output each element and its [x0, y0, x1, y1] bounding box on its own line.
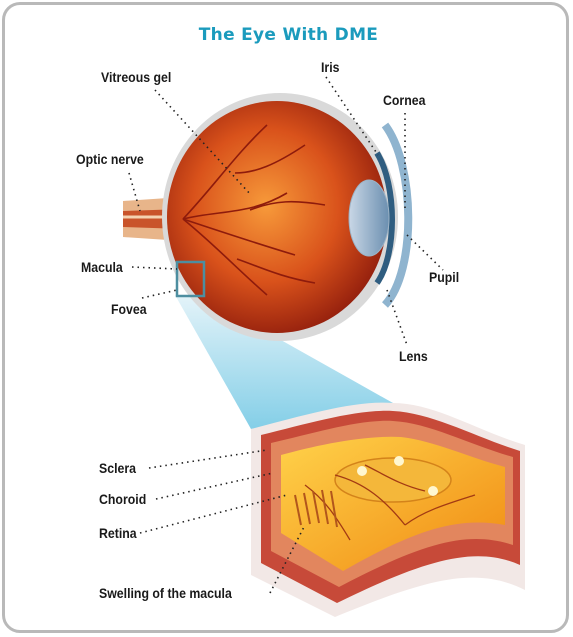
lens-shape: [349, 180, 389, 256]
label-pupil: Pupil: [429, 269, 459, 285]
retina-cross-section: [251, 403, 525, 617]
label-swelling-of-macula: Swelling of the macula: [99, 585, 232, 601]
label-optic-nerve: Optic nerve: [76, 151, 144, 167]
label-sclera: Sclera: [99, 460, 136, 476]
eye-illustration: [5, 5, 569, 633]
label-retina: Retina: [99, 525, 137, 541]
label-fovea: Fovea: [111, 301, 147, 317]
figure-title: The Eye With DME: [5, 25, 569, 45]
label-cornea: Cornea: [383, 92, 425, 108]
label-iris: Iris: [321, 59, 339, 75]
label-choroid: Choroid: [99, 491, 146, 507]
label-lens: Lens: [399, 348, 428, 364]
label-vitreous-gel: Vitreous gel: [101, 69, 171, 85]
label-macula: Macula: [81, 259, 123, 275]
